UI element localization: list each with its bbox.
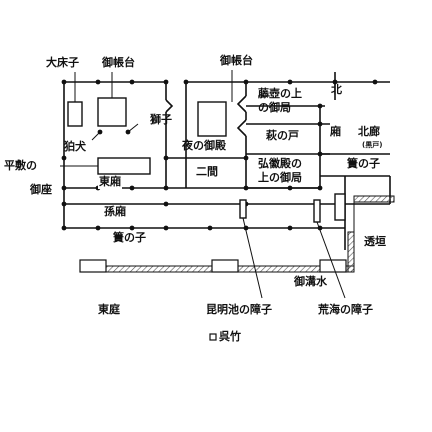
label-komainu: 狛犬 (64, 140, 86, 153)
daishouji-box (67, 101, 83, 127)
michoudai-center-box (197, 101, 227, 137)
label-fujitsubo-1: 藤壺の上 (258, 87, 302, 100)
label-sukigaki: 透垣 (364, 235, 386, 248)
label-futama: 二間 (196, 165, 218, 178)
label-sunoko-bottom: 簀の子 (112, 231, 147, 245)
label-konmeichi: 昆明池の障子 (206, 303, 272, 316)
label-michoudai-center: 御帳台 (220, 54, 253, 67)
label-kokiden-1: 弘徽殿の (258, 157, 302, 170)
label-sunoko-right: 簀の子 (346, 157, 381, 171)
label-higashi-hisashi: 東廂 (98, 175, 122, 189)
label-daishouji: 大床子 (46, 56, 79, 69)
label-magobisashi: 孫廂 (104, 205, 126, 218)
pillars (61, 79, 378, 231)
right-screen (334, 193, 346, 221)
label-kitarou: 北廊 (358, 125, 380, 138)
label-michoudai-left: 御帳台 (102, 56, 135, 69)
kuretake-mark (209, 333, 217, 341)
michoudai-left-box (97, 97, 127, 127)
label-fujitsubo-2: の御局 (258, 101, 291, 114)
araumi-screen (313, 199, 321, 223)
railing-center (211, 259, 239, 273)
hirashiki-box (97, 157, 151, 175)
shishi-bracket (165, 99, 174, 113)
label-kuretake: 呉竹 (219, 330, 241, 343)
railing-left (79, 259, 107, 273)
label-hirashiki-1: 平敷の (4, 159, 37, 172)
label-hisashi: 廂 (330, 125, 341, 138)
konmeichi-screen (239, 199, 247, 219)
label-mikawamizu: 御溝水 (294, 275, 327, 288)
label-kita: 北 (331, 83, 342, 96)
label-hagi-no-to: 萩の戸 (266, 129, 299, 142)
label-kuroto: (黒戸) (362, 141, 383, 149)
label-kokiden-2: 上の御局 (258, 171, 302, 184)
label-araumi: 荒海の障子 (318, 303, 373, 316)
label-shishi: 獅子 (150, 113, 172, 126)
label-yoru-no-otodo: 夜の御殿 (182, 139, 226, 152)
label-touteri: 東庭 (98, 303, 120, 316)
label-hirashiki-2: 御座 (30, 183, 52, 196)
